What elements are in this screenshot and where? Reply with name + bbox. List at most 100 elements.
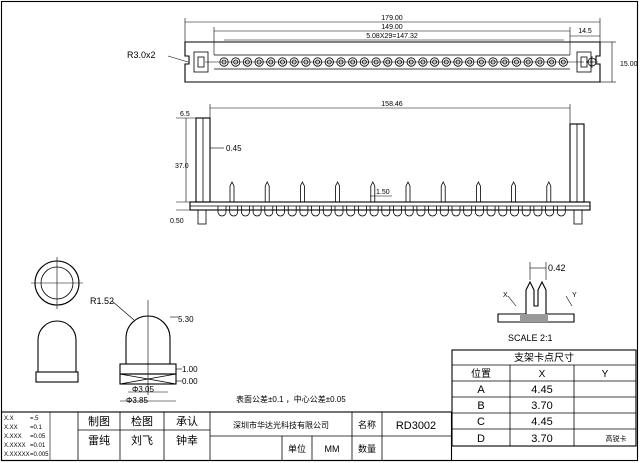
tall-pin [300,181,305,202]
led-hole [371,57,381,67]
tb-name-label: 名称 [358,419,376,430]
led-hole [277,57,288,67]
led-hole [289,57,299,67]
pin-detail: R1.52 5.30 1.00 0.00 Φ3.05 Φ3.85 [90,296,198,405]
tol-key: X.XX [4,425,18,431]
led-hole [301,57,311,67]
led-hole-inner [291,59,297,65]
led-hole [383,57,393,67]
clip-label-y: Y [572,292,577,299]
led-hole [348,57,358,67]
spec-row-y: 高锐卡 [606,434,627,443]
led-hole-inner [373,59,379,65]
tb-approver: 钟幸 [176,433,198,447]
pin-bump [241,206,250,217]
pin-dim-top: 5.30 [178,315,194,324]
led-hole-inner [315,59,321,65]
led-hole [266,57,276,67]
tall-pin [511,181,516,202]
pin-bump [463,206,473,217]
led-hole-inner [455,59,461,65]
led-hole-inner [525,59,531,65]
pin-bump [358,206,367,217]
led-hole [453,57,463,67]
dim-height-top: 15.00 [620,61,638,68]
led-hole-inner [467,59,473,65]
dim-6-5: 6.5 [180,111,190,118]
led-hole-inner [397,59,402,65]
led-hole [242,57,252,67]
tol-val: =.5 [30,416,39,422]
spec-row-x: 4.45 [531,384,552,396]
spec-row-pos: D [477,433,485,445]
tol-val: =0.01 [30,443,46,449]
spec-row-x: 4.45 [531,416,552,428]
pin-bump [369,206,379,217]
tall-pin [440,181,446,202]
led-hole-inner [361,59,367,65]
tol-key: X.XXXX [4,443,26,449]
led-hole [511,57,522,67]
spec-row-x: 3.70 [531,400,552,412]
led-hole [500,57,510,67]
dim-inner: 149.00 [381,24,403,31]
pin-bump [252,206,262,217]
title-block: X.X =.5 X.XX =0.1 X.XXX =0.05 X.XXXX =0.… [0,411,453,462]
led-hole-inner [350,59,356,65]
led-detail-left [31,257,83,383]
pin-bump [229,206,239,217]
pin-dim-0: 0.00 [182,377,198,386]
led-hole [418,57,428,67]
led-hole-row [219,57,568,67]
spec-table: 支架卡点尺寸 位置 X Y A 4.45 B 3.70 C 4.45 D 3.7… [451,349,637,447]
led-hole-inner [408,59,414,65]
tb-unit-label: 单位 [288,443,306,454]
pin-bump [451,206,461,217]
pin-bump [498,206,508,217]
led-hole-inner [338,59,344,65]
pin-bump [545,206,554,217]
led-hole [523,57,533,67]
tb-drawer: 雷纯 [88,434,110,447]
dim-side: 14.5 [578,28,592,35]
clip-scale: SCALE 2:1 [508,333,553,343]
pin-bump [217,206,227,217]
dim-height-front: 37.0 [175,163,189,170]
pin-bump [439,206,449,217]
pin-dia-inner: Φ3.05 [132,385,155,394]
tb-draw-label: 制图 [88,415,110,428]
tall-pin [335,181,340,202]
spec-row-x: 3.70 [531,433,552,445]
led-hole-inner [303,59,309,65]
tolerance-note: 表面公差±0.1 ，中心公差±0.05 [236,394,346,404]
spec-header-x: X [539,369,546,380]
led-hole-inner [514,59,519,65]
led-hole-inner [233,59,239,65]
tol-val: =0.005 [30,452,49,458]
pin-bump [533,206,543,217]
spec-row-pos: C [477,416,485,428]
pin-bump [287,206,297,217]
tall-pin-row [229,181,552,202]
pin-bump [311,206,320,217]
spec-row-pos: A [477,384,485,396]
tall-pin [370,181,376,202]
tb-approve-label: 承认 [176,415,198,428]
pin-bump [428,206,437,217]
pin-dim-1: 1.00 [182,365,198,374]
spec-table-title: 支架卡点尺寸 [514,351,574,364]
tol-val: =0.05 [30,434,46,440]
led-hole [546,57,557,67]
pin-bump [264,206,274,217]
tall-pin [229,181,235,202]
pin-bump [299,206,309,217]
tb-part-name: RD3002 [396,420,436,432]
clip-label-x: X [503,292,508,299]
pin-bump [475,206,484,217]
tb-check-label: 检图 [131,414,153,428]
led-hole [219,57,229,67]
led-hole-inner [221,59,227,65]
led-hole-inner [280,59,285,65]
led-hole [441,57,451,67]
